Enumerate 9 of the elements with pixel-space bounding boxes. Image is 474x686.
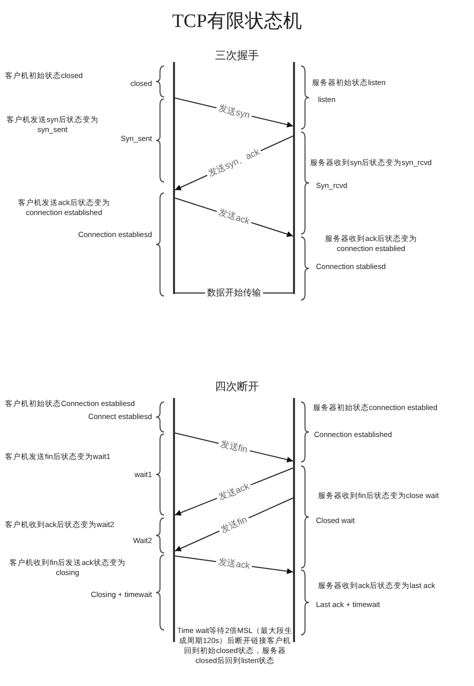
edge-label: 数据开始传输 (205, 288, 263, 298)
lifeline (293, 398, 295, 642)
section-heading: 三次握手 (214, 50, 260, 63)
diagram-title: TCP有限状态机 (171, 10, 303, 34)
section-heading: 四次断开 (214, 381, 260, 394)
edge-label: 发送ack (215, 556, 253, 572)
lifeline (293, 62, 295, 294)
lifeline (173, 398, 175, 642)
lifeline (173, 62, 175, 294)
